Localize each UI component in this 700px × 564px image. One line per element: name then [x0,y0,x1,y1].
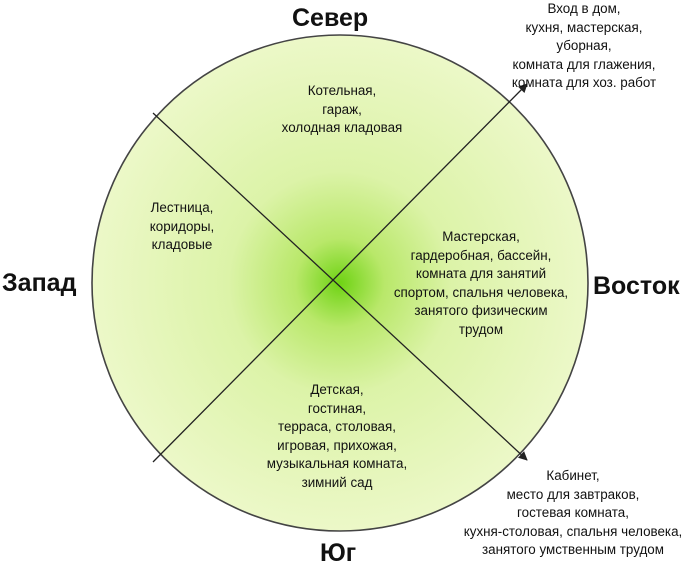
divider-sw-ne [152,83,528,463]
sector-west-text: Лестница, коридоры, кладовые [149,200,215,252]
divider-nw-se [152,112,528,461]
sector-north-text: Котельная, гараж, холодная кладовая [281,83,403,135]
callout-southeast: Кабинет, место для завтраков, гостевая к… [463,468,683,557]
sector-south-text: Детская, гостиная, терраса, столовая, иг… [266,382,408,490]
sector-east-text: Мастерская, гардеробная, бассейн, комнат… [393,229,569,337]
label-north: Север [292,4,369,32]
zone-circle [91,34,589,532]
label-south: Юг [320,539,357,564]
callout-northeast: Вход в дом, кухня, мастерская, уборная, … [511,1,657,90]
label-east: Восток [593,272,680,300]
label-west: Запад [2,269,77,297]
